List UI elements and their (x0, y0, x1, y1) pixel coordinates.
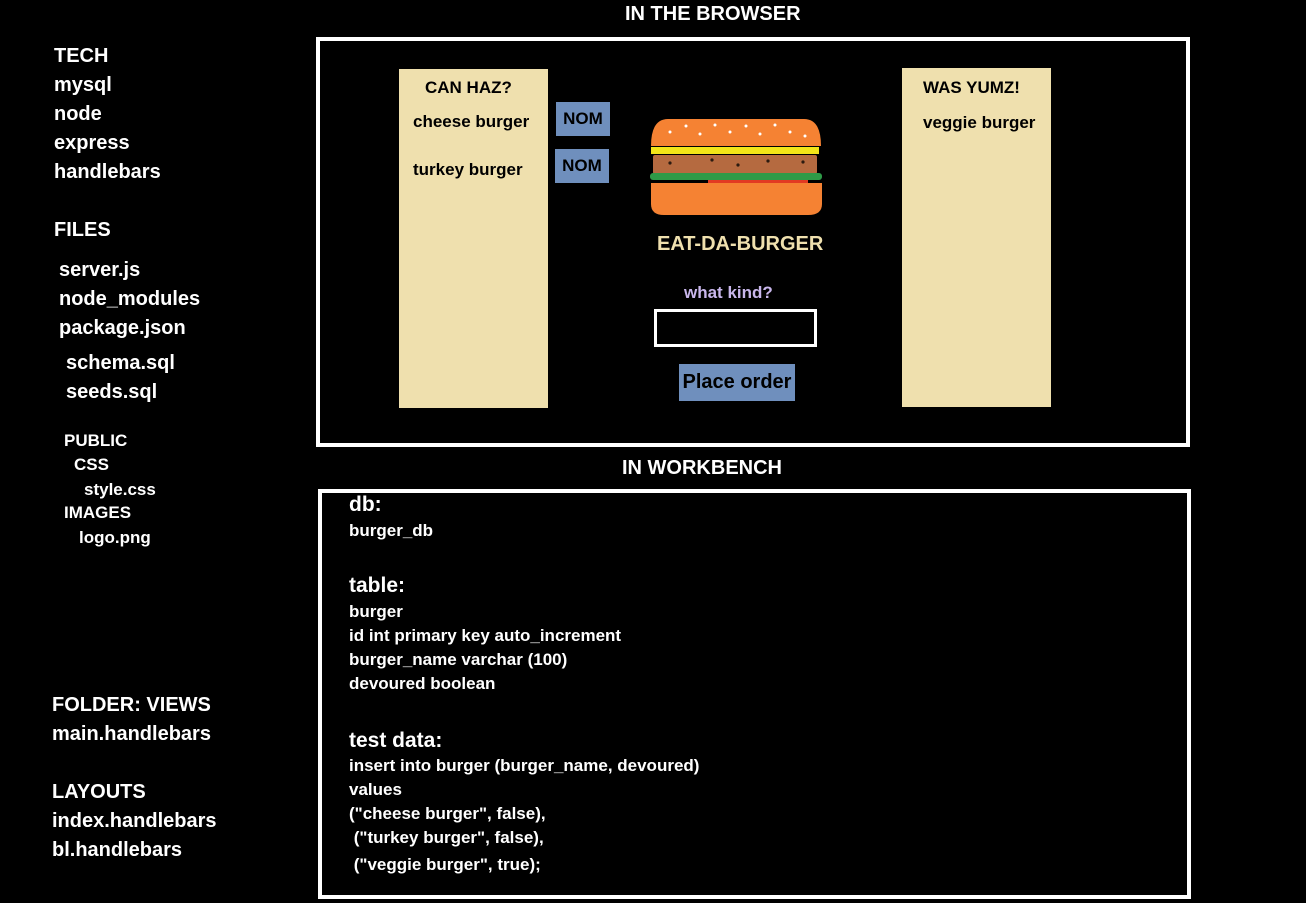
burger-name-input[interactable] (654, 309, 817, 347)
tech-heading: TECH (54, 45, 109, 67)
file-item: server.js (59, 259, 141, 281)
table-heading: table: (349, 574, 406, 597)
file-item: package.json (59, 317, 186, 339)
nom-button[interactable]: NOM (556, 102, 610, 136)
image-file: logo.png (79, 528, 151, 547)
patty-dots (668, 158, 805, 167)
patty-layer (653, 155, 817, 174)
table-line: burger (349, 602, 403, 621)
devoured-list-item: veggie burger (923, 113, 1036, 132)
public-folder: PUBLIC (64, 431, 128, 450)
db-name: burger_db (349, 521, 434, 540)
can-haz-title: CAN HAZ? (425, 78, 512, 97)
test-data-line: ("cheese burger", false), (349, 804, 546, 823)
test-data-line: ("turkey burger", false), (349, 828, 544, 847)
sql-file-item: schema.sql (66, 352, 175, 374)
lettuce-layer (650, 173, 822, 180)
bun-bottom (651, 183, 822, 215)
bun-top (651, 119, 821, 146)
tech-item: express (54, 132, 130, 154)
file-item: node_modules (59, 288, 201, 310)
burger-list-item: turkey burger (413, 160, 523, 179)
nom-button[interactable]: NOM (555, 149, 609, 183)
workbench-frame (318, 489, 1191, 899)
test-data-line: values (349, 780, 402, 799)
css-folder: CSS (74, 455, 109, 474)
was-yumz-title: WAS YUMZ! (923, 78, 1020, 97)
test-data-line: insert into burger (burger_name, devoure… (349, 756, 700, 775)
table-line: burger_name varchar (100) (349, 650, 568, 669)
place-order-button[interactable]: Place order (679, 364, 795, 401)
views-heading: FOLDER: VIEWS (52, 694, 211, 716)
table-line: devoured boolean (349, 674, 496, 693)
browser-frame (316, 37, 1190, 447)
burger-icon (650, 119, 822, 215)
workbench-section-title: IN WORKBENCH (622, 457, 782, 479)
db-heading: db: (349, 493, 382, 516)
app-title: EAT-DA-BURGER (657, 233, 824, 255)
sesame-seeds (668, 123, 807, 138)
browser-section-title: IN THE BROWSER (625, 3, 801, 25)
burger-list-item: cheese burger (413, 112, 530, 131)
cheese-layer (651, 147, 819, 154)
css-file: style.css (84, 480, 156, 499)
tech-item: mysql (54, 74, 112, 96)
tomato-layer (708, 180, 808, 183)
layouts-heading: LAYOUTS (52, 781, 146, 803)
layout-file: index.handlebars (52, 810, 217, 832)
tech-item: handlebars (54, 161, 161, 183)
tech-item: node (54, 103, 102, 125)
images-folder: IMAGES (64, 503, 132, 522)
was-yumz-column: WAS YUMZ! veggie burger (902, 68, 1051, 407)
views-file: main.handlebars (52, 723, 211, 745)
files-heading: FILES (54, 219, 111, 241)
test-data-line: ("veggie burger", true); (349, 855, 541, 874)
layout-file: bl.handlebars (52, 839, 183, 861)
table-line: id int primary key auto_increment (349, 626, 622, 645)
sql-file-item: seeds.sql (66, 381, 158, 403)
order-prompt: what kind? (684, 283, 773, 302)
test-data-heading: test data: (349, 729, 443, 752)
can-haz-column: CAN HAZ? cheese burger turkey burger (399, 69, 548, 408)
